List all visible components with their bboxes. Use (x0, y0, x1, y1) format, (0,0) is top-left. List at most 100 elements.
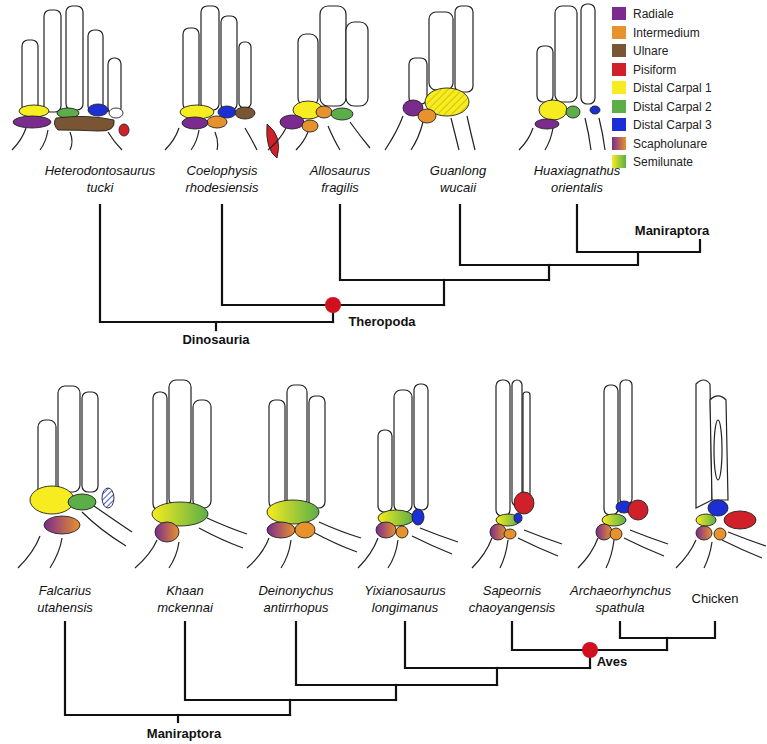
carpal-bone (514, 492, 534, 514)
tree-branch (65, 622, 290, 715)
tree-branch (296, 622, 497, 685)
carpal-bone (514, 513, 522, 523)
bone-shape (269, 400, 285, 508)
tree-branch (289, 700, 291, 715)
legend-row: Distal Carpal 1 (612, 80, 712, 96)
legend-row: Scapholunare (612, 136, 707, 152)
deinonychus-wrist (247, 385, 361, 568)
bone-shape (201, 6, 219, 110)
carpal-bone (590, 106, 600, 114)
allosaurus-wrist (268, 6, 370, 150)
legend-swatch (612, 63, 626, 76)
taxon-label: Yixianosaurus longimanus (355, 582, 455, 616)
legend-swatch (612, 137, 626, 150)
carpal-bone (182, 117, 208, 129)
carpal-bone (316, 106, 332, 118)
carpal-bone (152, 502, 208, 526)
bone-outline (18, 506, 132, 568)
bone-shape (346, 22, 368, 106)
bone-shape (581, 4, 595, 104)
bone-shape (287, 385, 307, 507)
legend-swatch (612, 100, 626, 113)
bone-shape (58, 386, 80, 492)
node-dot (325, 297, 341, 313)
bone-shape (183, 28, 199, 110)
bone-shape (320, 6, 346, 106)
carpal-bone (566, 106, 580, 118)
bone-outline (710, 396, 728, 500)
taxon-label: Chicken (675, 590, 755, 607)
bone-shape (429, 12, 453, 90)
bone-shape (239, 42, 251, 108)
carpal-bone (102, 488, 114, 508)
legend-row: Radiale (612, 6, 674, 22)
coelophysis-wrist (165, 6, 279, 158)
bone-shape (66, 6, 83, 110)
legend-row: Intermedium (612, 25, 700, 41)
bone-shape (44, 10, 61, 112)
taxon-label: Coelophysis rhodesiensis (175, 162, 270, 196)
legend-row: Ulnare (612, 43, 668, 59)
legend-text: Radiale (633, 7, 674, 21)
carpal-bone (724, 511, 756, 529)
bone-shape (298, 34, 318, 106)
taxon-label: Khaan mckennai (145, 582, 225, 616)
bone-shape (221, 16, 237, 110)
bone-shape (169, 380, 191, 506)
legend-text: Ulnare (633, 44, 668, 58)
bone-shape (537, 46, 553, 102)
legend-row: Semilunate (612, 154, 693, 170)
legend-text: Intermedium (633, 26, 700, 40)
bone-outline (54, 116, 114, 131)
sapeornis-wrist (472, 380, 562, 568)
carpal-bone (596, 524, 612, 540)
tree-branch (185, 622, 396, 700)
tree-branch (666, 638, 668, 650)
clade-label: Maniraptora (129, 725, 239, 742)
taxon-label: Falcarius utahensis (15, 582, 115, 616)
carpal-bone (68, 494, 96, 510)
carpal-bone (119, 124, 129, 136)
carpal-bone (418, 109, 436, 123)
carpal-bone (295, 522, 315, 538)
carpal-bone (490, 524, 506, 540)
carpal-bone (331, 108, 353, 120)
carpal-bone (714, 528, 726, 540)
carpal-bone (44, 516, 80, 534)
legend-swatch (612, 155, 626, 168)
bone-shape (22, 40, 38, 112)
bone-shape (555, 6, 577, 102)
legend-swatch (612, 44, 626, 57)
tree-branch (548, 265, 550, 280)
taxon-label: Heterodontosaurus tucki (38, 162, 163, 196)
bone-outline (519, 118, 605, 150)
carpal-bone (539, 100, 567, 120)
carpal-bone (88, 104, 108, 116)
node-dot (582, 642, 598, 658)
legend-swatch (612, 26, 626, 39)
bone-shape (153, 392, 167, 510)
carpal-bone (267, 500, 319, 524)
legend-row: Distal Carpal 2 (612, 99, 712, 115)
bone-shape (414, 384, 428, 510)
legend-swatch (612, 7, 626, 20)
carpal-bone (19, 105, 49, 117)
bone-outline (696, 380, 712, 508)
carpal-bone (714, 420, 722, 480)
bone-outline (578, 530, 668, 568)
tree-branch (100, 205, 333, 322)
bone-outline (165, 128, 257, 150)
clade-label: Theropoda (337, 313, 427, 330)
bone-shape (309, 396, 325, 508)
khaan-wrist (135, 380, 247, 568)
heterodontosaurus-wrist (12, 6, 129, 150)
legend-row: Pisiform (612, 62, 676, 78)
tree-branch (395, 685, 397, 700)
legend-swatch (612, 118, 626, 131)
carpal-bone (708, 500, 728, 516)
legend-text: Distal Carpal 2 (633, 100, 712, 114)
carpal-bone (535, 119, 559, 129)
bone-shape (620, 380, 632, 504)
carpal-bone (610, 528, 622, 540)
clade-label: Aves (582, 653, 642, 670)
